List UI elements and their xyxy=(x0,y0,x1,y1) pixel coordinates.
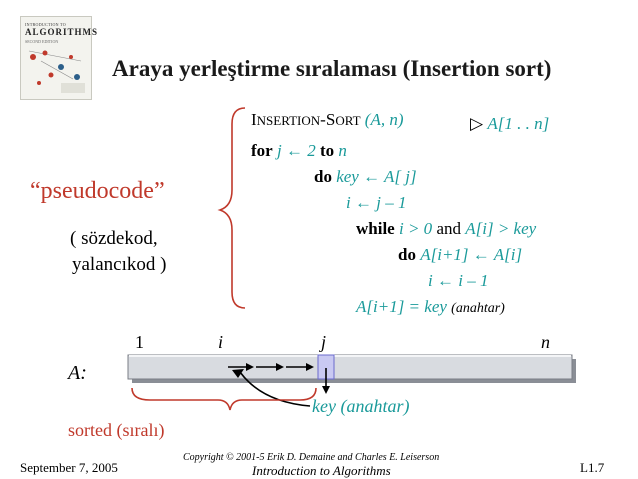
kw-do: do xyxy=(314,167,332,186)
book-cover-image: INTRODUCTION TO ALGORITHMS SECOND EDITIO… xyxy=(20,16,97,100)
proc-name-part1: NSERTION xyxy=(256,113,321,128)
proc-name-S: S xyxy=(325,110,336,129)
index-label-j: j xyxy=(321,332,327,352)
key-label: key (anahtar) xyxy=(312,396,410,416)
cover-line-3: SECOND EDITION xyxy=(25,39,59,44)
proc-args: (A, n) xyxy=(364,110,404,129)
sorted-label: sorted (sıralı) xyxy=(68,420,165,440)
sorted-brace xyxy=(131,387,317,411)
code-line-decrement: i ← i – 1 xyxy=(428,271,489,290)
cover-line-2: ALGORITHMS xyxy=(25,27,99,37)
comment-text: A[1 . . n] xyxy=(487,114,550,133)
index-label-i: i xyxy=(218,332,224,352)
kw-for: for xyxy=(251,141,273,160)
key-curve-arrow xyxy=(239,371,311,407)
proc-name-part2: ORT xyxy=(335,113,361,128)
footer-copyright: Copyright © 2001-5 Erik D. Demaine and C… xyxy=(183,452,440,463)
proc-name-dash: - xyxy=(320,110,326,129)
proc-name-I: I xyxy=(251,110,257,129)
for-limit: n xyxy=(338,141,347,160)
code-line-do: do key ← A[ j] xyxy=(314,167,417,187)
cover-line-1: INTRODUCTION TO xyxy=(25,22,66,27)
array-bar xyxy=(127,354,573,380)
while-cond-1: i > 0 xyxy=(398,219,433,238)
for-init: j ← 2 xyxy=(276,141,316,160)
code-line-do2: do A[i+1] ← A[i] xyxy=(398,245,522,265)
code-line-header: INSERTION-SORT (A, n) xyxy=(251,110,404,130)
kw-do-2: do xyxy=(398,245,416,264)
while-cond-2: A[i] > key xyxy=(465,219,537,238)
kw-while: while xyxy=(356,219,395,238)
code-comment: ▷ A[1 . . n] xyxy=(470,114,549,134)
sozdekod-label: ( sözdekod, xyxy=(70,228,158,249)
footer-date: September 7, 2005 xyxy=(20,460,118,475)
index-label-n: n xyxy=(541,332,550,352)
code-line-i-assign: i ← j – 1 xyxy=(346,193,407,212)
footer-course-title: Introduction to Algorithms xyxy=(252,463,391,478)
code-line-while: while i > 0 and A[i] > key xyxy=(356,219,536,239)
shift-arrow-3-icon xyxy=(306,363,314,371)
pseudocode-label: “pseudocode” xyxy=(30,178,165,204)
index-label-1: 1 xyxy=(135,332,144,352)
code-brace xyxy=(217,107,246,309)
key-curve-arrowhead-icon xyxy=(232,369,244,378)
kw-and: and xyxy=(436,219,461,238)
insert-assign: A[i+1] = key xyxy=(356,297,447,316)
footer-page-number: L1.7 xyxy=(580,460,605,475)
cover-mobile-art xyxy=(28,50,85,93)
code-line-for: for j ← 2 to n xyxy=(251,141,347,161)
shift-arrow-2-icon xyxy=(276,363,284,371)
comment-triangle-icon: ▷ xyxy=(470,114,484,133)
insert-note: (anahtar) xyxy=(451,301,505,316)
key-assign: key ← A[ j] xyxy=(336,167,417,186)
array-name-label: A: xyxy=(68,362,87,384)
yalancikod-label: yalancıkod ) xyxy=(72,254,167,275)
code-line-insert: A[i+1] = key (anahtar) xyxy=(356,297,505,317)
slide-title: Araya yerleştirme sıralaması (Insertion … xyxy=(112,56,552,81)
shift-assign: A[i+1] ← A[i] xyxy=(420,245,523,264)
key-down-arrow-icon xyxy=(322,386,330,394)
kw-to: to xyxy=(319,141,335,160)
shift-arrow-1-icon xyxy=(246,363,254,371)
